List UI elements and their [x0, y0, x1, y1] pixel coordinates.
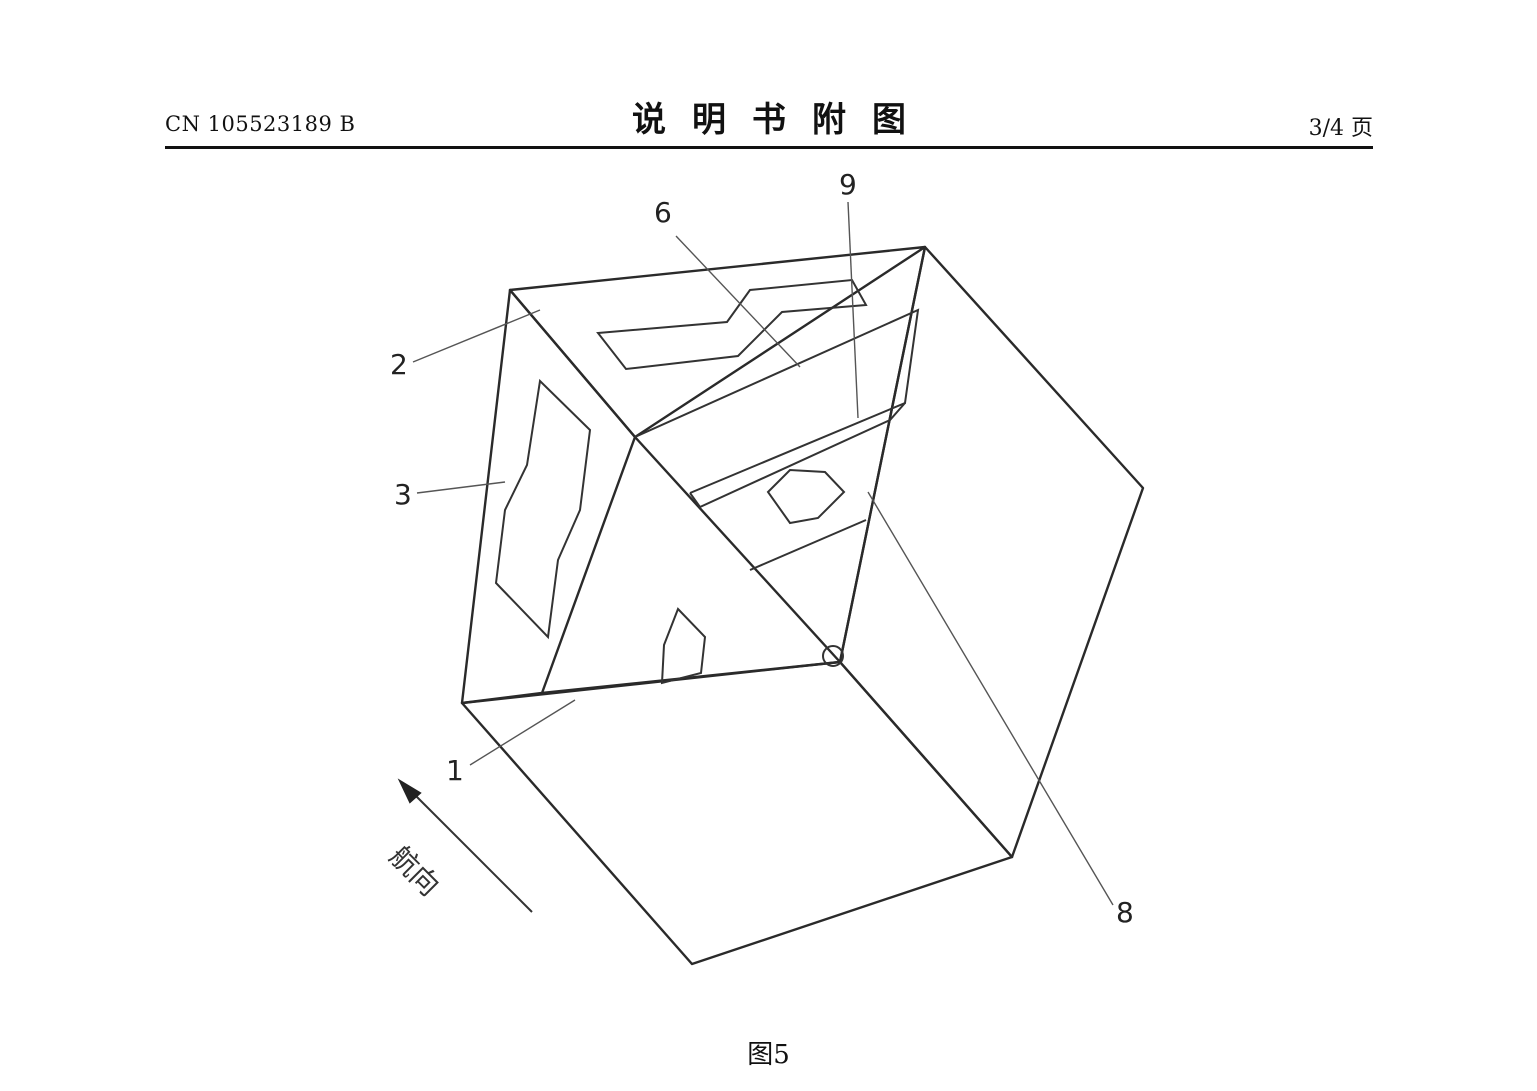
bottom-opening [660, 607, 707, 685]
page-number: 3/4 页 [1308, 116, 1373, 141]
heading-arrow-shaft [409, 789, 533, 913]
top-face [508, 245, 927, 439]
upper-partition [634, 308, 920, 494]
leader-9 [847, 201, 859, 419]
ref-numeral-3: 3 [394, 478, 412, 511]
ref-numeral-6: 6 [654, 196, 672, 229]
inner-partitions [634, 308, 920, 667]
ref-numeral-9: 9 [839, 168, 857, 201]
leader-2 [412, 309, 541, 363]
leader-lines [412, 201, 1114, 906]
page-header: CN 105523189 B 说明书附图 3/4 页 [165, 90, 1373, 149]
publication-number: CN 105523189 B [165, 112, 356, 136]
ref-numeral-1: 1 [446, 754, 464, 787]
figure-caption: 图5 [747, 1040, 790, 1070]
leader-6 [675, 235, 801, 368]
ref-numeral-2: 2 [390, 348, 408, 381]
leader-8 [867, 491, 1114, 906]
side-opening [494, 378, 592, 640]
ref-numeral-8: 8 [1116, 896, 1134, 929]
openings [494, 278, 868, 685]
top-opening [596, 278, 868, 371]
box-outline [460, 245, 1145, 966]
shelf-plate [689, 402, 906, 509]
document-title: 说明书附图 [632, 100, 932, 140]
inner-bottom-edge [541, 660, 841, 695]
leader-1 [469, 699, 576, 766]
corner-node [822, 645, 844, 667]
reference-numerals: 1 2 3 6 8 9 [390, 168, 1134, 929]
left-face [460, 288, 637, 705]
heading-arrowhead-icon [397, 778, 422, 804]
leader-3 [416, 481, 506, 494]
hex-opening [766, 468, 846, 525]
right-face [838, 245, 1145, 859]
bottom-face [460, 660, 1014, 966]
diagonal-edge [634, 436, 841, 663]
middle-partition [749, 519, 867, 571]
inner-vertical-edge [838, 246, 927, 663]
heading-label: 航向 [383, 840, 446, 903]
heading-indicator: 航向 [383, 778, 533, 913]
